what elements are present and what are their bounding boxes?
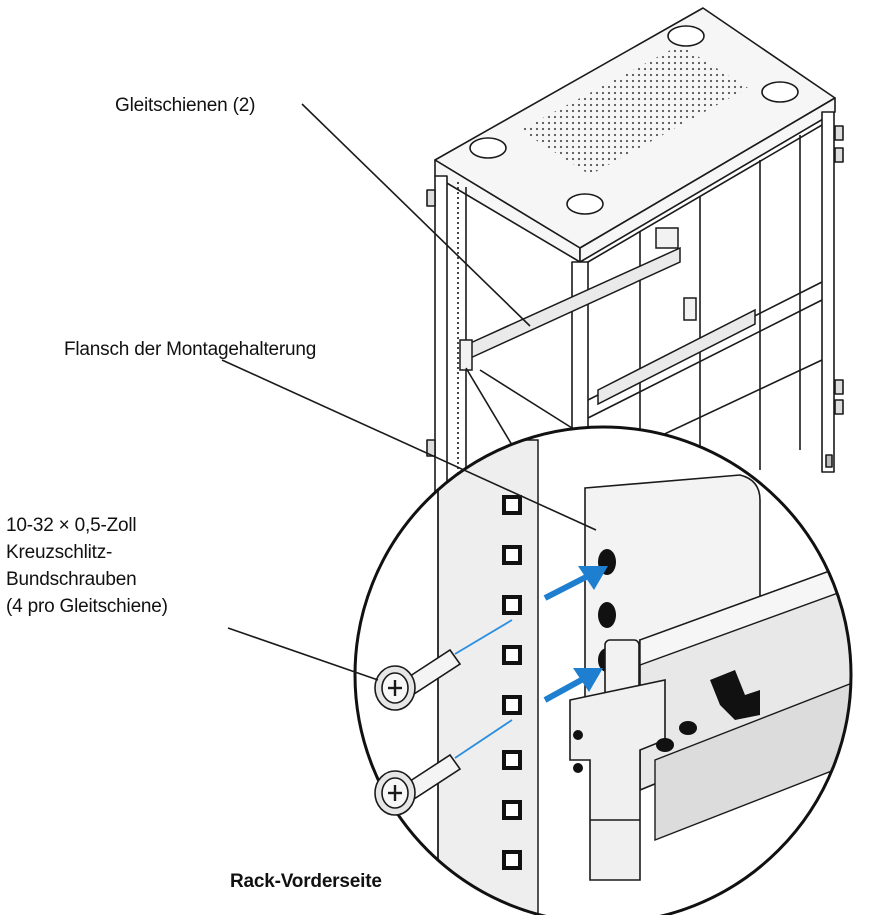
top-hole [761, 81, 799, 103]
blue-arrow [543, 566, 608, 601]
slide-rails [459, 227, 756, 406]
top-hole [469, 137, 507, 159]
leader-flange [221, 359, 597, 531]
callout-screws: 10-32 × 0,5-Zoll Kreuzschlitz- Bundschra… [6, 512, 168, 620]
callout-screws-line: Bundschrauben [6, 569, 137, 590]
leader-slides [301, 103, 531, 327]
rack-cabinet [426, 7, 844, 697]
callout-slide-rails: Gleitschienen (2) [115, 95, 256, 116]
callout-screws-line: Kreuzschlitz- [6, 542, 113, 563]
zoom-border [353, 425, 853, 915]
blue-arrows [543, 566, 608, 703]
phillips-screw [374, 648, 462, 711]
zoom-cone [465, 367, 573, 446]
callout-screws-line: (4 pro Gleitschiene) [6, 596, 168, 617]
leader-screws [227, 627, 379, 681]
phillips-screw [374, 753, 462, 816]
top-hole [667, 25, 705, 47]
blue-arrow [543, 668, 603, 703]
top-hole [566, 193, 604, 215]
square-holes [502, 495, 522, 870]
slide-rail [597, 308, 756, 406]
callout-mounting-flange: Flansch der Montagehalterung [64, 339, 317, 360]
rack-top-lip-right [579, 97, 836, 263]
rear-right-post [821, 111, 835, 473]
vent-grid [520, 45, 748, 175]
leader-lines [221, 103, 597, 681]
rack-upright [437, 439, 539, 915]
zoom-detail [353, 425, 853, 915]
callout-rack-front: Rack-Vorderseite [230, 871, 382, 892]
callout-screws-line: 10-32 × 0,5-Zoll [6, 515, 137, 536]
